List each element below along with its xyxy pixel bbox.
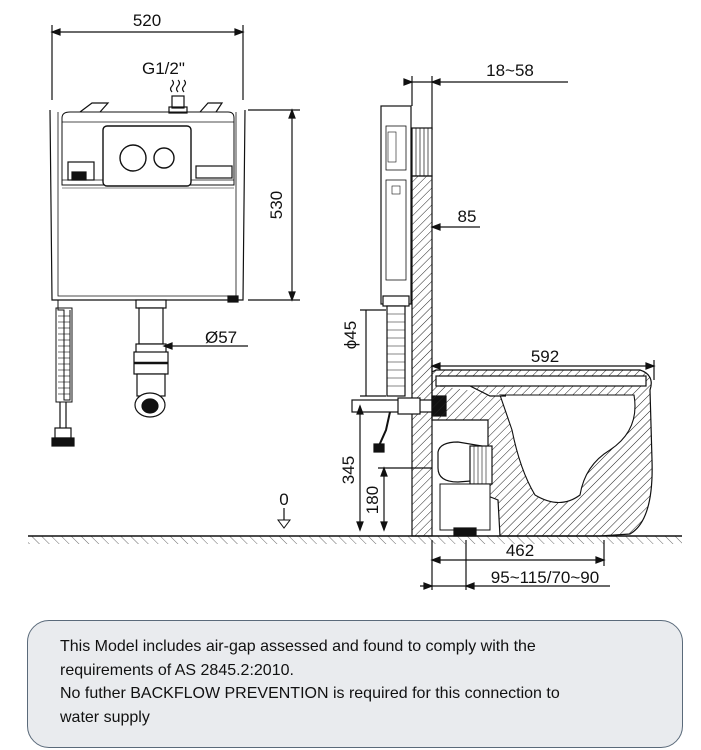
setout-range-label: 95~115/70~90 [491, 568, 599, 587]
technical-drawing: 520 G1/2" 530 Ø57 [28, 11, 682, 590]
note-line-3: No futher BACKFLOW PREVENTION is require… [60, 685, 560, 702]
water-inlet-icon [168, 79, 188, 114]
note-line-2: requirements of AS 2845.2:2010. [60, 661, 294, 679]
inlet-height-label: 345 [339, 456, 358, 484]
cistern-width-label: 520 [133, 11, 161, 30]
frame-depth-label: 85 [458, 207, 477, 226]
pipe-diameter-label: ϕ45 [341, 321, 360, 349]
note-line-4: water supply [60, 708, 150, 726]
full-flush-button-icon [119, 144, 147, 172]
cistern-height-label: 530 [267, 191, 286, 219]
half-flush-button-icon [153, 147, 175, 169]
wall-gap-label: 18~58 [486, 61, 534, 80]
front-view [49, 25, 300, 447]
note-line-1: This Model includes air-gap assessed and… [60, 638, 536, 655]
floor-level-label: 0 [279, 490, 288, 509]
compliance-note: This Model includes air-gap assessed and… [27, 620, 683, 748]
outlet-diameter-label: Ø57 [205, 328, 237, 347]
setout-depth-label: 462 [506, 541, 534, 560]
outlet-height-label: 180 [363, 486, 382, 514]
side-view [28, 76, 682, 590]
pan-length-label: 592 [531, 347, 559, 366]
inlet-thread-label: G1/2" [142, 59, 185, 78]
